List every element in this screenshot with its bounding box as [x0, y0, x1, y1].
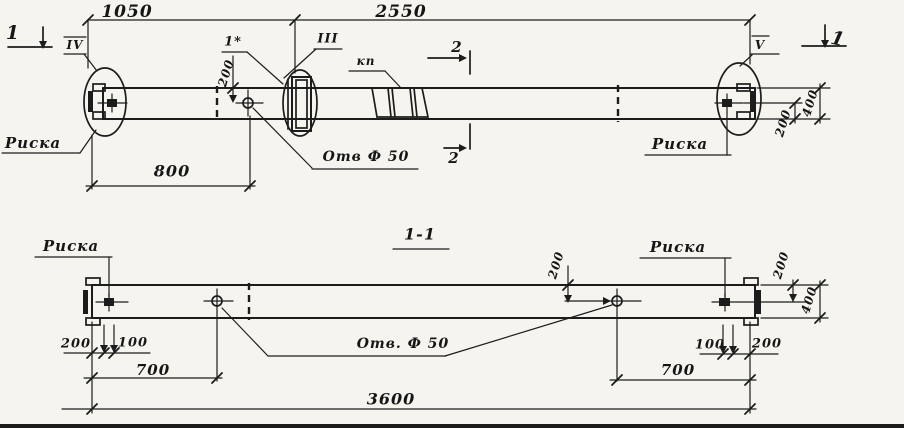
plan-weld-mark-iv: IV — [66, 38, 84, 52]
plan-hole-symbol — [235, 89, 264, 190]
section-dim-200-left: 200 — [60, 336, 92, 352]
plan-right-dimensions — [743, 82, 831, 125]
plan-right-end-detail — [644, 62, 762, 156]
plan-weld-mark-iii: III — [317, 31, 339, 47]
section-hole-symbols — [203, 288, 642, 382]
section-dim-200-hole — [562, 265, 574, 303]
plan-dim-1050: 1050 — [101, 2, 153, 22]
plan-cut1-left-label: 1 — [5, 22, 21, 44]
plan-top-dimension-line — [82, 14, 756, 74]
plan-detail-mark-1star: 1* — [224, 34, 242, 50]
plan-section-cut-2-top — [427, 50, 471, 75]
plan-cover-plate — [370, 87, 430, 118]
section-riska-left-label: Риска — [42, 237, 100, 255]
section-dim-700-right: 700 — [660, 361, 696, 379]
section-dim-100-left: 100 — [117, 335, 149, 351]
section-bottom-dimensions — [61, 321, 779, 415]
plan-section-cut-1-left — [7, 26, 53, 49]
plan-riska-left-label: Риска — [4, 134, 62, 152]
section-left-end-detail — [34, 256, 129, 326]
section-hole-label: Отв. Ф 50 — [356, 336, 450, 352]
section-dim-3600: 3600 — [366, 389, 416, 409]
plan-cut2-bottom-label: 2 — [448, 149, 460, 167]
plan-cut2-top-label: 2 — [451, 38, 463, 56]
plan-leaders — [1, 35, 780, 170]
plan-section-cut-1-right — [801, 24, 847, 48]
plan-hole-label: Отв Ф 50 — [322, 149, 410, 165]
plan-section-cut-2-bottom — [443, 123, 471, 152]
plan-riska-right-label: Риска — [651, 135, 709, 153]
plan-dim-800: 800 — [153, 161, 191, 181]
section-dim-200-right: 200 — [751, 336, 783, 352]
section-dim-700-left: 700 — [135, 361, 171, 379]
plan-beam-outline — [102, 85, 756, 122]
plan-mid-splice-detail — [282, 69, 318, 137]
section-dim-100-right: 100 — [694, 337, 726, 353]
plan-left-end-detail — [83, 67, 128, 137]
section-title: 1-1 — [404, 224, 436, 244]
plan-dim-200-hole — [227, 55, 239, 103]
section-right-end-detail — [639, 257, 809, 326]
section-right-dimensions — [760, 279, 829, 324]
section-riska-right-label: Риска — [649, 238, 707, 256]
plan-dim-800 — [85, 134, 256, 192]
plan-dim-2550: 2550 — [375, 2, 427, 22]
section-beam-outline — [91, 283, 756, 320]
section-leaders — [221, 248, 613, 357]
plan-plate-mark-kp: кп — [356, 54, 376, 68]
plan-weld-mark-v: V — [754, 38, 766, 52]
